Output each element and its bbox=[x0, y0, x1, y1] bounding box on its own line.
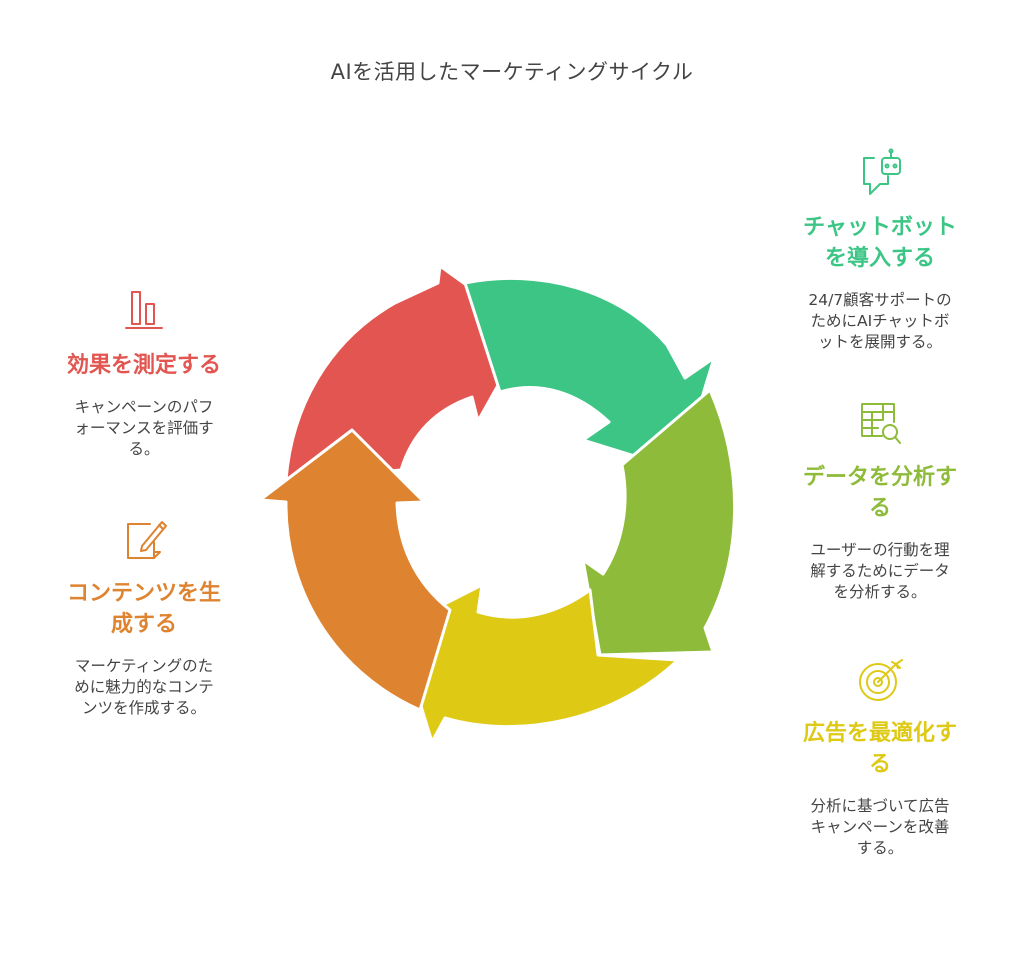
step-optimize-description: 分析に基づいて広告 キャンペーンを改善 する。 bbox=[780, 796, 980, 859]
step-content-heading-line: 成する bbox=[110, 612, 177, 637]
step-optimize: 広告を最適化す る 分析に基づいて広告 キャンペーンを改善 する。 bbox=[780, 652, 980, 859]
step-chatbot-description-line: 24/7顧客サポートの bbox=[808, 291, 952, 309]
step-content-description: マーケティングのた めに魅力的なコンテ ンツを作成する。 bbox=[44, 656, 244, 719]
step-analyze-description: ユーザーの行動を理 解するためにデータ を分析する。 bbox=[780, 540, 980, 603]
step-measure-heading-line: 効果を測定する bbox=[66, 353, 221, 378]
cycle-arrow-optimize-shape bbox=[395, 583, 680, 744]
step-measure-heading: 効果を測定する bbox=[44, 350, 244, 381]
step-chatbot-description: 24/7顧客サポートの ためにAIチャットボ ットを展開する。 bbox=[780, 290, 980, 353]
step-chatbot-heading-line: を導入する bbox=[824, 246, 935, 271]
step-chatbot-heading-line: チャットボット bbox=[803, 215, 957, 240]
target-icon bbox=[852, 652, 908, 708]
cycle-arrow-chatbot-shape bbox=[463, 276, 716, 472]
step-chatbot-heading: チャットボット を導入する bbox=[780, 212, 980, 274]
diagram-title: AIを活用したマーケティングサイクル bbox=[330, 60, 694, 84]
step-content: コンテンツを生 成する マーケティングのた めに魅力的なコンテ ンツを作成する。 bbox=[44, 512, 244, 719]
cycle-arrow-content bbox=[258, 428, 452, 712]
table-search-icon bbox=[852, 396, 908, 452]
step-measure-description: キャンペーンのパフ ォーマンスを評価す る。 bbox=[44, 397, 244, 460]
step-optimize-description-line: 分析に基づいて広告 bbox=[810, 797, 950, 815]
cycle-arrow-analyze bbox=[581, 388, 736, 657]
step-measure-description-line: キャンペーンのパフ bbox=[74, 398, 214, 416]
step-content-heading: コンテンツを生 成する bbox=[44, 578, 244, 640]
step-measure-description-line: ォーマンスを評価す bbox=[74, 419, 214, 437]
step-analyze-description-line: を分析する。 bbox=[833, 583, 927, 601]
step-optimize-description-line: キャンペーンを改善 bbox=[810, 818, 950, 836]
cycle-arrow-measure bbox=[284, 264, 531, 482]
step-optimize-heading: 広告を最適化す る bbox=[780, 718, 980, 780]
step-measure: 効果を測定する キャンペーンのパフ ォーマンスを評価す る。 bbox=[44, 284, 244, 460]
step-optimize-heading-line: 広告を最適化す bbox=[802, 721, 957, 746]
step-chatbot: チャットボット を導入する 24/7顧客サポートの ためにAIチャットボ ットを… bbox=[780, 146, 980, 353]
chatbot-icon bbox=[852, 146, 908, 202]
step-content-description-line: めに魅力的なコンテ bbox=[74, 678, 214, 696]
step-chatbot-description-line: ットを展開する。 bbox=[817, 333, 942, 351]
bar-chart-icon bbox=[116, 284, 172, 340]
cycle-arrow-chatbot bbox=[463, 276, 716, 472]
step-optimize-heading-line: る bbox=[868, 752, 891, 777]
step-measure-description-line: る。 bbox=[128, 440, 160, 458]
step-content-description-line: マーケティングのた bbox=[74, 657, 214, 675]
cycle-arrow-analyze-shape bbox=[581, 388, 736, 657]
step-analyze-description-line: 解するためにデータ bbox=[810, 562, 950, 580]
cycle-arrow-content-shape bbox=[258, 428, 452, 712]
step-content-description-line: ンツを作成する。 bbox=[81, 699, 206, 717]
step-optimize-description-line: する。 bbox=[856, 839, 904, 857]
step-content-heading-line: コンテンツを生 bbox=[66, 581, 221, 606]
cycle-arrow-optimize bbox=[395, 583, 680, 744]
document-pen-icon bbox=[116, 512, 172, 568]
step-analyze: データを分析す る ユーザーの行動を理 解するためにデータ を分析する。 bbox=[780, 396, 980, 603]
cycle-arrow-measure-shape bbox=[284, 264, 531, 482]
step-analyze-heading-line: る bbox=[868, 496, 891, 521]
step-analyze-heading: データを分析す る bbox=[780, 462, 980, 524]
step-analyze-description-line: ユーザーの行動を理 bbox=[810, 541, 950, 559]
step-chatbot-description-line: ためにAIチャットボ bbox=[810, 312, 950, 330]
step-analyze-heading-line: データを分析す bbox=[802, 465, 957, 490]
